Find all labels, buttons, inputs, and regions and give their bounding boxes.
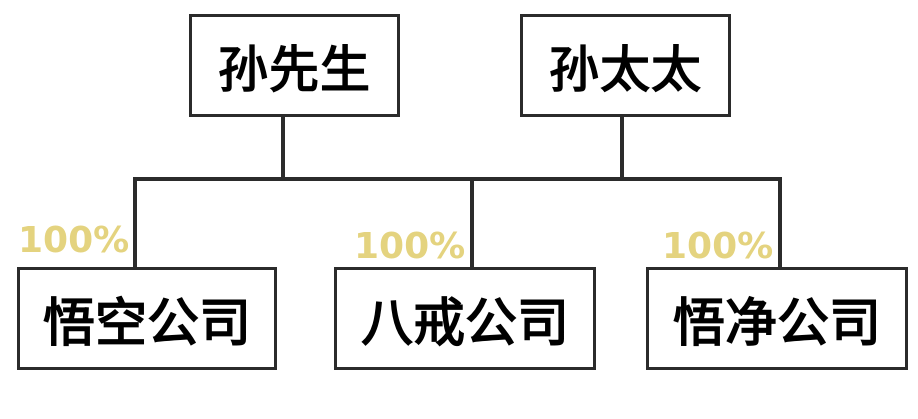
owner-box-mr-sun: 孙先生 — [189, 14, 400, 117]
owner-box-mrs-sun: 孙太太 — [520, 14, 731, 117]
ownership-percentage-wukong: 100% — [18, 220, 130, 261]
ownership-percentage-wujing: 100% — [662, 226, 774, 267]
company-box-wujing: 悟净公司 — [646, 267, 908, 370]
owner-label-mr-sun: 孙先生 — [218, 40, 371, 99]
owner-label-mrs-sun: 孙太太 — [549, 40, 702, 99]
company-label-wujing: 悟净公司 — [672, 294, 881, 354]
company-box-wukong: 悟空公司 — [17, 267, 277, 370]
ownership-percentage-bajie: 100% — [354, 226, 466, 267]
company-box-bajie: 八戒公司 — [334, 267, 596, 370]
company-label-bajie: 八戒公司 — [360, 294, 569, 354]
company-label-wukong: 悟空公司 — [42, 294, 251, 354]
